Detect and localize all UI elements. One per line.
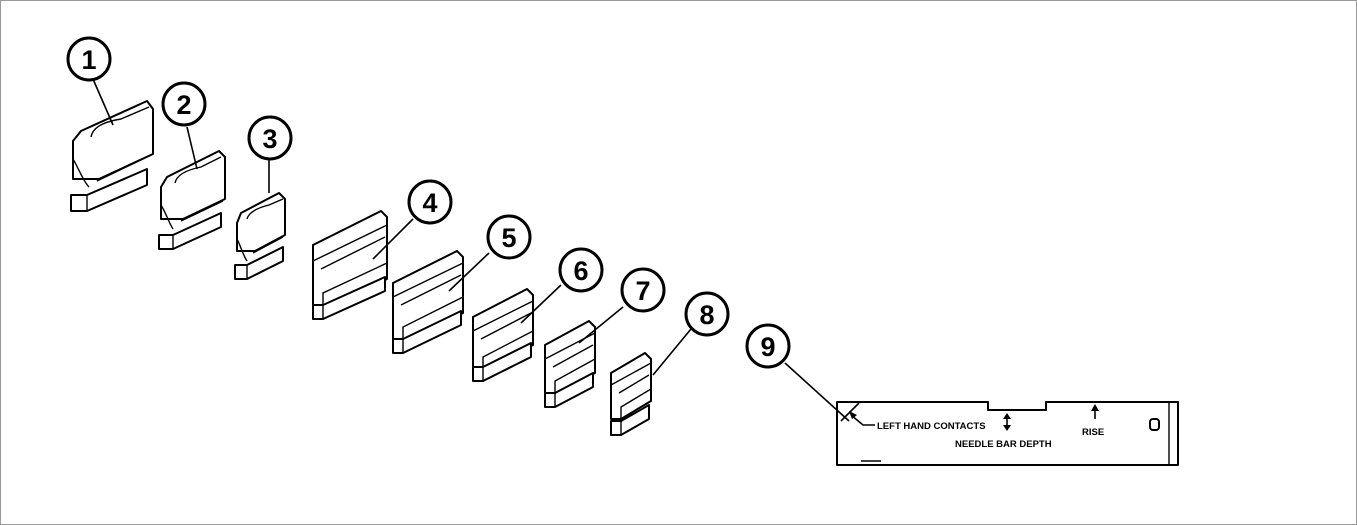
callout-3: 3 [247, 115, 293, 161]
callout-3-number: 3 [262, 124, 277, 154]
label-left-hand-contacts: LEFT HAND CONTACTS [877, 421, 986, 432]
callout-5-number: 5 [501, 223, 516, 253]
part-9-gauge: LEFT HAND CONTACTS NEEDLE BAR DEPTH RISE [836, 401, 1179, 466]
callout-6-number: 6 [573, 256, 588, 286]
callout-9: 9 [745, 323, 791, 369]
part-8 [610, 352, 652, 436]
callout-leaders [92, 78, 850, 422]
callout-1: 1 [66, 36, 112, 82]
callout-5: 5 [486, 214, 532, 260]
callout-2-number: 2 [176, 90, 191, 120]
label-needle-bar-depth: NEEDLE BAR DEPTH [955, 439, 1052, 450]
callout-4: 4 [407, 179, 453, 225]
callout-9-number: 9 [760, 332, 775, 362]
part-4 [312, 210, 388, 320]
callout-7: 7 [620, 267, 666, 313]
callout-2: 2 [161, 81, 207, 127]
label-rise: RISE [1082, 427, 1104, 438]
part-5 [392, 250, 464, 354]
part-1 [70, 100, 154, 212]
part-2 [158, 150, 226, 250]
part-3 [234, 192, 286, 280]
callout-1-number: 1 [81, 45, 96, 75]
gauge-hole [1149, 418, 1160, 431]
callout-8-number: 8 [699, 300, 714, 330]
callout-7-number: 7 [635, 276, 650, 306]
callout-8: 8 [684, 291, 730, 337]
callout-6: 6 [558, 247, 604, 293]
part-6 [472, 288, 534, 382]
part-7 [544, 320, 596, 408]
callout-4-number: 4 [422, 188, 437, 218]
